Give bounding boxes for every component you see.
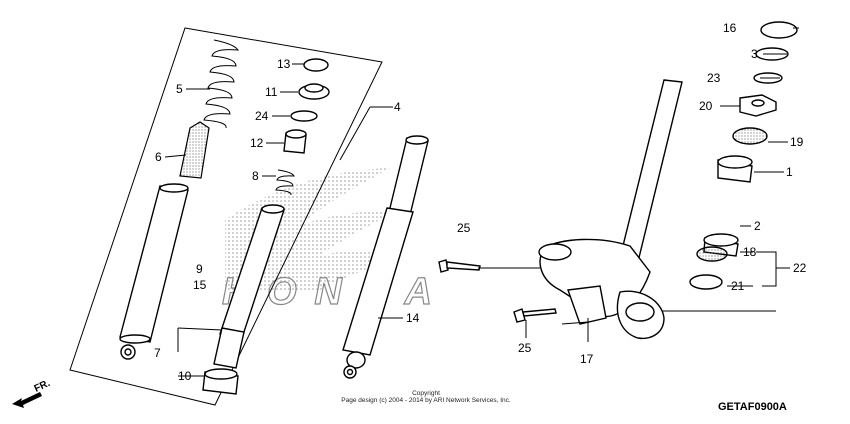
bolt-25-lower — [513, 308, 557, 323]
callout-4: 4 — [394, 100, 401, 114]
collar-part — [202, 368, 239, 395]
copyright-title: Copyright — [412, 390, 440, 397]
leader-lines — [164, 27, 799, 377]
callout-6: 6 — [155, 150, 162, 164]
callout-2: 2 — [754, 219, 761, 233]
fork-assembly-part — [342, 135, 429, 379]
part-21-seal — [689, 274, 723, 290]
bushing-part — [298, 83, 330, 100]
callout-21: 21 — [731, 279, 745, 293]
callout-17: 17 — [580, 352, 594, 366]
callout-23: 23 — [707, 71, 721, 85]
callout-19: 19 — [790, 135, 804, 149]
cap-part — [303, 58, 329, 72]
figure-code: GETAF0900A — [718, 401, 787, 413]
callout-22: 22 — [793, 261, 807, 275]
outer-tube-part — [119, 183, 189, 360]
part-16-ring — [760, 21, 798, 39]
copyright-notice: Page design (c) 2004 - 2014 by ARI Netwo… — [341, 397, 511, 404]
part-20-nut — [739, 94, 777, 117]
callout-18: 18 — [743, 245, 757, 259]
callout-8: 8 — [252, 169, 259, 183]
callout-16: 16 — [723, 21, 737, 35]
callout-15: 15 — [193, 278, 207, 292]
callout-14: 14 — [406, 311, 420, 325]
steering-stem-part — [538, 79, 683, 340]
seal-ring-part — [290, 110, 318, 122]
callout-1: 1 — [786, 165, 793, 179]
callout-13: 13 — [277, 57, 291, 71]
callout-24: 24 — [255, 109, 269, 123]
part-1-race — [717, 155, 753, 183]
callout-25-bottom: 25 — [518, 341, 532, 355]
small-spring-part — [275, 169, 295, 196]
guide-bushing-part — [283, 129, 307, 154]
bracket-22-lines — [756, 251, 790, 287]
callout-10: 10 — [178, 369, 192, 383]
damper-rod-part — [179, 121, 210, 179]
callout-11: 11 — [265, 85, 278, 99]
callout-3: 3 — [751, 47, 758, 61]
front-direction-label: FR. — [33, 378, 52, 395]
spring-part — [203, 39, 239, 129]
callout-9: 9 — [196, 262, 203, 276]
fork-pipe-part — [213, 204, 285, 369]
fork-assembly-frame — [69, 27, 383, 406]
bolt-25-left — [438, 259, 481, 273]
callout-7: 7 — [154, 346, 161, 360]
part-18-bearing — [696, 246, 728, 262]
callout-20: 20 — [699, 99, 713, 113]
callout-25-top: 25 — [457, 221, 471, 235]
callout-5: 5 — [176, 82, 183, 96]
part-19-bearing — [732, 127, 768, 145]
callout-12: 12 — [250, 136, 264, 150]
front-direction-arrow: FR. — [12, 378, 52, 408]
